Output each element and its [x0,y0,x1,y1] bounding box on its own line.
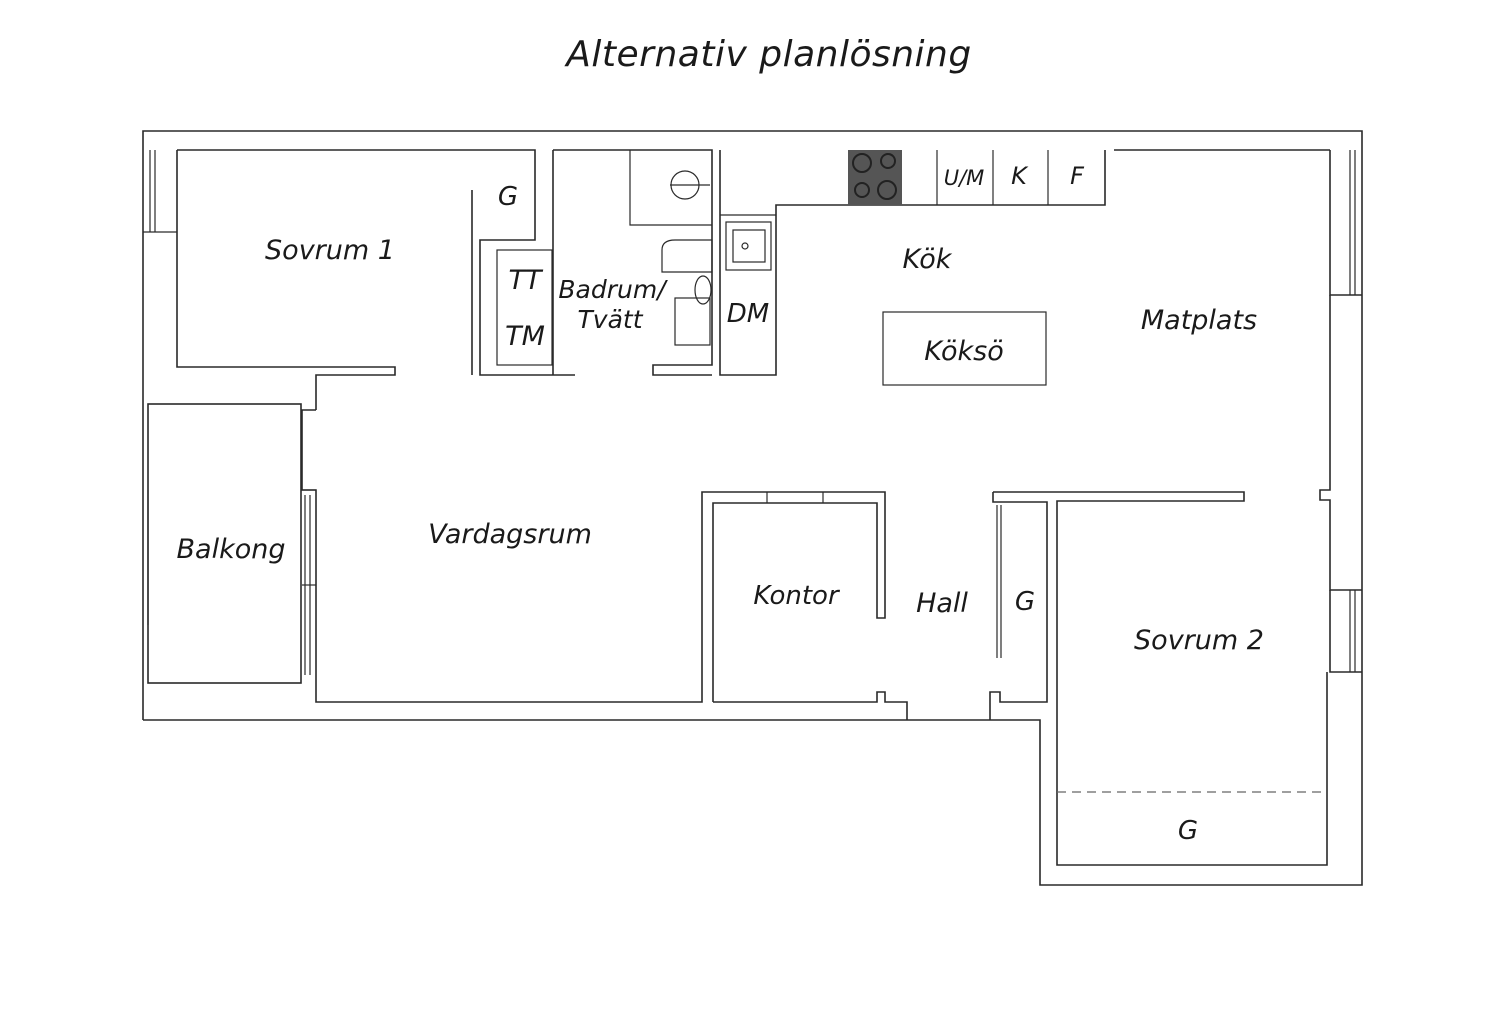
label-sovrum-1: Sovrum 1 [265,235,395,266]
label-kontor: Kontor [753,581,841,611]
east-wall [1319,150,1362,673]
bathroom-walls [552,149,713,376]
label-g-sovrum-2: G [1178,816,1198,846]
label-vardagsrum: Vardagsrum [428,519,592,550]
label-matplats: Matplats [1141,305,1257,336]
label-hall: Hall [916,588,968,619]
label-k: K [1011,162,1029,190]
label-tvatt: Tvätt [578,305,644,334]
label-g-hall: G [1015,587,1035,617]
kontor-walls [713,691,908,720]
page-title: Alternativ planlösning [566,34,972,75]
label-tm: TM [505,321,545,352]
kitchen [719,149,1330,386]
label-badrum: Badrum/ [558,275,668,304]
vardagsrum-walls [301,409,886,703]
kitchen-island [882,311,1047,386]
tt-tm-closet [496,249,553,366]
sovrum-1-walls [143,149,575,410]
outer-walls [142,130,1363,886]
hall-closet [989,491,1328,866]
label-balkong: Balkong [177,534,286,565]
label-um: U/M [944,166,985,190]
label-sovrum-2: Sovrum 2 [1134,625,1264,656]
label-f: F [1070,162,1085,190]
balkong [147,403,316,684]
label-dm: DM [727,299,769,329]
label-g-sovrum-1: G [498,182,518,212]
label-kok: Kök [903,244,953,275]
label-kokso: Köksö [924,336,1003,367]
label-tt: TT [509,265,544,296]
